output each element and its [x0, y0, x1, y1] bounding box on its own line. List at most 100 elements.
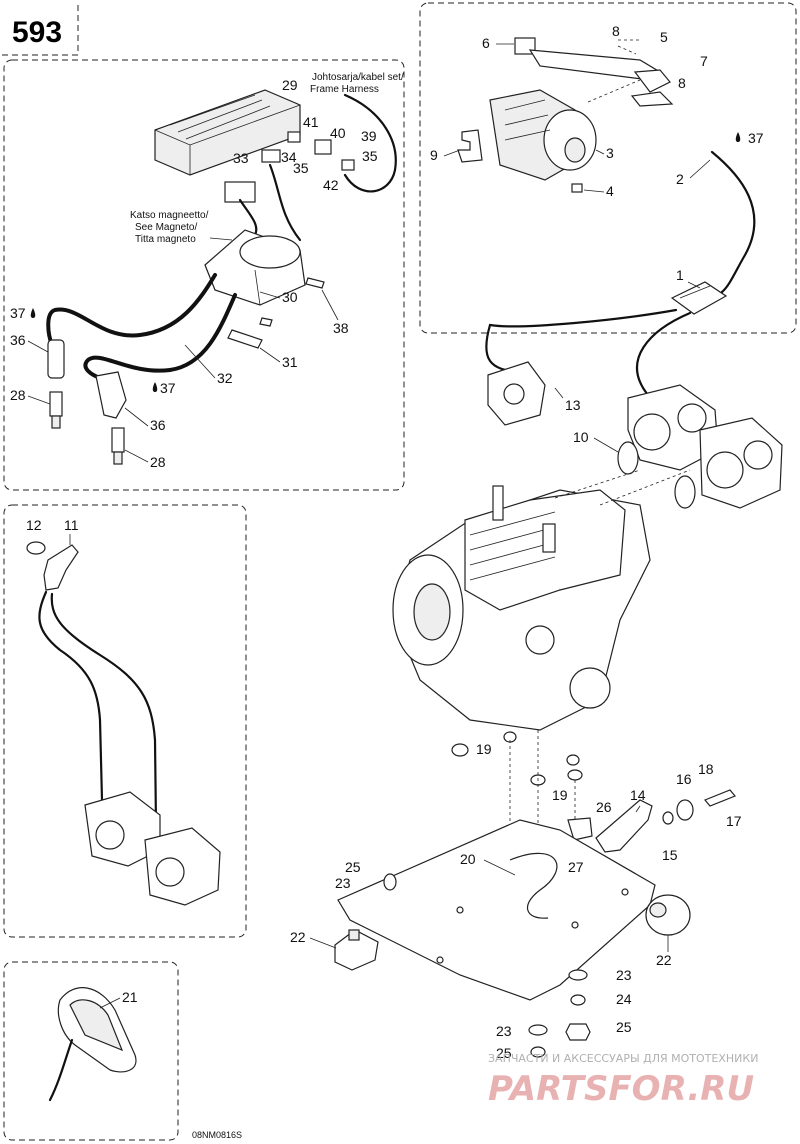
cover-part: [57, 987, 137, 1073]
callout-35b: 35: [293, 160, 309, 176]
rubber-mount-left: [334, 929, 379, 971]
watermark-logo: PARTSFOR.RU: [488, 1069, 754, 1109]
watermark-caption: ЗАПЧАСТИ И АКСЕССУАРЫ ДЛЯ МОТОТЕХНИКИ: [488, 1052, 758, 1065]
callout-35a: 35: [362, 148, 378, 164]
spark-plug-cap-b: [95, 371, 127, 419]
callout-34: 34: [281, 149, 297, 165]
callout-40: 40: [330, 125, 346, 141]
callout-14: 14: [630, 787, 646, 803]
callout-4: 4: [606, 183, 614, 199]
sensor-harness-left: [485, 308, 678, 374]
callout-3: 3: [606, 145, 614, 161]
callout-37c: 37: [748, 130, 764, 146]
throttle-position-sensor: [489, 89, 597, 181]
ht-lead-a: [46, 273, 217, 347]
callout-36b: 36: [150, 417, 166, 433]
coil-screws: [227, 277, 325, 349]
callout-19b: 19: [552, 787, 568, 803]
carburetors: [627, 384, 783, 509]
callout-20: 20: [460, 851, 476, 867]
tps-sensor-frame: [419, 2, 797, 334]
sensor-screw: [571, 183, 583, 193]
callout-17: 17: [726, 813, 742, 829]
callout-33: 33: [233, 150, 249, 166]
callout-9: 9: [430, 147, 438, 163]
magneto-leader: [209, 237, 233, 241]
callout-6: 6: [482, 35, 490, 51]
callout-15: 15: [662, 847, 678, 863]
callout-31: 31: [282, 354, 298, 370]
callout-16: 16: [676, 771, 692, 787]
rubber-mount-right: [645, 894, 691, 936]
damper-16: [662, 799, 694, 825]
callout-21: 21: [122, 989, 138, 1005]
callout-38: 38: [333, 320, 349, 336]
sensor-bracket: [514, 37, 674, 107]
callout-25c: 25: [496, 1045, 512, 1061]
callout-36a: 36: [10, 332, 26, 348]
heater-carburetors: [84, 791, 221, 906]
spark-plug-b: [111, 427, 125, 465]
motor-mount-plate: [337, 819, 656, 1001]
cover-frame: [3, 961, 179, 1141]
carburetor-sensor-block: [487, 361, 546, 426]
carb-clamps: [617, 441, 696, 509]
callout-29: 29: [282, 77, 298, 93]
magneto-wire: [238, 198, 258, 237]
oil-drop-icon: [152, 382, 158, 392]
callout-2: 2: [676, 171, 684, 187]
callout-25a: 25: [345, 859, 361, 875]
callout-37a: 37: [10, 305, 26, 321]
callout-37b: 37: [160, 380, 176, 396]
spark-plug-a: [49, 391, 63, 429]
ignition-coil: [204, 229, 306, 306]
heater-wire-b: [50, 592, 158, 827]
callout-18: 18: [698, 761, 714, 777]
carb-heater-frame: [3, 504, 247, 938]
coil-connectors: [224, 131, 355, 203]
lower-nuts-washers: [383, 873, 591, 1058]
harness-label-line1: Johtosarja/kabel set/: [312, 72, 404, 83]
sensor-clip: [457, 129, 483, 163]
ht-lead-b: [83, 293, 237, 380]
callout-12: 12: [26, 517, 42, 533]
callout-19a: 19: [476, 741, 492, 757]
oil-drop-icon: [735, 132, 741, 142]
engine-mount-hardware: [451, 731, 583, 786]
callout-22b: 22: [656, 952, 672, 968]
callout-27: 27: [568, 859, 584, 875]
callout-23a: 23: [335, 875, 351, 891]
engine: [392, 469, 691, 731]
sensor-connector-1: [670, 281, 728, 315]
callout-1: 1: [676, 267, 684, 283]
callout-22a: 22: [290, 929, 306, 945]
callout-41: 41: [303, 114, 319, 130]
mount-bracket: [567, 799, 653, 853]
callout-28a: 28: [10, 387, 26, 403]
callout-11: 11: [64, 517, 79, 533]
callout-32: 32: [217, 370, 233, 386]
carb-heater-element: [43, 544, 79, 591]
callout-42: 42: [323, 177, 339, 193]
magneto-label-line2: See Magneto/: [135, 222, 197, 233]
harness-label-line2: Frame Harness: [310, 84, 379, 95]
callout-5: 5: [660, 29, 668, 45]
callout-25b: 25: [616, 1019, 632, 1035]
callout-13: 13: [565, 397, 581, 413]
callout-8b: 8: [678, 75, 686, 91]
heater-wire-a: [38, 590, 104, 802]
callout-30: 30: [282, 289, 298, 305]
magneto-label-line3: Titta magneto: [135, 234, 196, 245]
page-number-frame: [2, 2, 79, 56]
callout-7: 7: [700, 53, 708, 69]
callout-8a: 8: [612, 23, 620, 39]
drawing-code: 08NM0816S: [192, 1130, 242, 1140]
callout-24: 24: [616, 991, 632, 1007]
callout-26: 26: [596, 799, 612, 815]
spark-plug-cap-a: [47, 339, 65, 379]
callout-39: 39: [361, 128, 377, 144]
callout-10: 10: [573, 429, 589, 445]
oil-drop-icon: [30, 308, 36, 318]
magneto-label-line1: Katso magneetto/: [130, 210, 209, 221]
